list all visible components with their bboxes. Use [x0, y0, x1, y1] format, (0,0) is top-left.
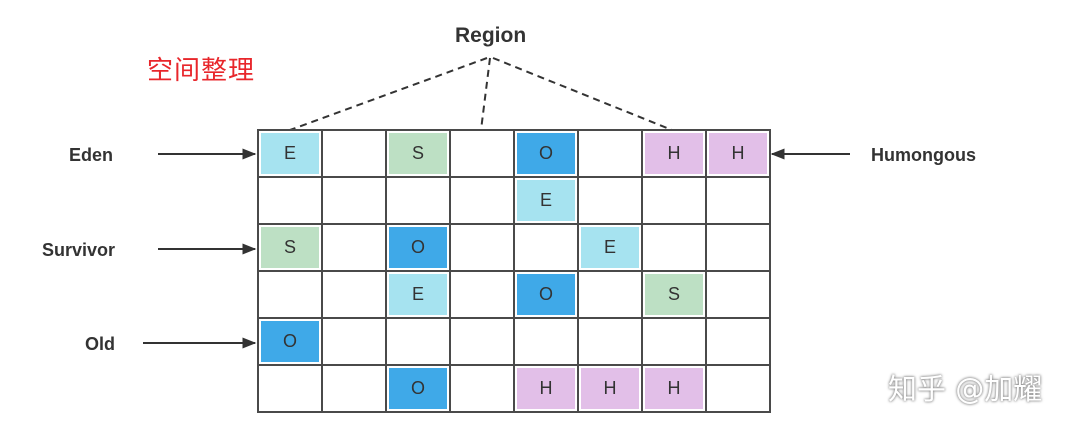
region-dashed-lines	[289, 57, 673, 131]
region-cell: S	[259, 225, 323, 272]
region-cell: O	[515, 131, 579, 178]
region-cell: H	[643, 131, 707, 178]
region-fill: H	[581, 368, 639, 409]
region-cell	[515, 319, 579, 366]
region-fill: H	[645, 133, 703, 174]
region-cell: O	[387, 225, 451, 272]
region-cell	[451, 225, 515, 272]
region-cell	[323, 225, 387, 272]
old-label: Old	[85, 334, 115, 354]
region-cell: E	[579, 225, 643, 272]
region-fill: H	[517, 368, 575, 409]
region-cell	[579, 178, 643, 225]
region-cell: S	[387, 131, 451, 178]
region-cell	[451, 319, 515, 366]
region-dashed-line-middle	[480, 57, 491, 131]
region-cell	[323, 319, 387, 366]
region-cell: O	[387, 366, 451, 413]
region-cell	[323, 131, 387, 178]
region-cell: O	[259, 319, 323, 366]
region-cell	[579, 319, 643, 366]
region-cell: E	[515, 178, 579, 225]
region-cell	[707, 225, 771, 272]
region-cell	[643, 319, 707, 366]
region-cell	[451, 178, 515, 225]
region-fill: H	[709, 133, 767, 174]
region-fill: E	[389, 274, 447, 315]
watermark: 知乎 @加耀	[888, 372, 1043, 406]
region-label: Region	[455, 24, 527, 47]
region-cell	[515, 225, 579, 272]
region-cell	[387, 178, 451, 225]
region-cell	[707, 319, 771, 366]
region-fill: E	[581, 227, 639, 268]
region-cell: S	[643, 272, 707, 319]
region-cell: E	[387, 272, 451, 319]
region-cell	[323, 178, 387, 225]
region-dashed-line-left	[289, 57, 488, 131]
region-fill: O	[389, 227, 447, 268]
region-cell	[451, 131, 515, 178]
region-cell	[643, 225, 707, 272]
humongous-label: Humongous	[871, 145, 976, 165]
region-cell	[707, 272, 771, 319]
region-fill: O	[517, 133, 575, 174]
page-title: 空间整理	[147, 56, 256, 86]
region-fill: O	[389, 368, 447, 409]
region-cell	[451, 366, 515, 413]
region-cell	[259, 366, 323, 413]
region-cell: H	[515, 366, 579, 413]
region-cell	[451, 272, 515, 319]
region-cell: H	[579, 366, 643, 413]
region-cell: H	[643, 366, 707, 413]
eden-label: Eden	[69, 145, 114, 165]
region-dashed-line-right	[492, 57, 673, 131]
region-fill: O	[517, 274, 575, 315]
region-cell	[579, 131, 643, 178]
region-cell	[323, 366, 387, 413]
region-fill: H	[645, 368, 703, 409]
region-cell: O	[515, 272, 579, 319]
region-cell	[579, 272, 643, 319]
region-fill: E	[517, 180, 575, 221]
region-fill: S	[261, 227, 319, 268]
region-cell	[259, 272, 323, 319]
region-fill: E	[261, 133, 319, 174]
region-cell	[323, 272, 387, 319]
region-fill: S	[645, 274, 703, 315]
survivor-label: Survivor	[42, 240, 116, 260]
region-cell	[707, 178, 771, 225]
region-fill: O	[261, 321, 319, 362]
region-fill: S	[389, 133, 447, 174]
region-cell	[387, 319, 451, 366]
region-cell: E	[259, 131, 323, 178]
region-cell: H	[707, 131, 771, 178]
region-cell	[643, 178, 707, 225]
region-cell	[259, 178, 323, 225]
region-cell	[707, 366, 771, 413]
